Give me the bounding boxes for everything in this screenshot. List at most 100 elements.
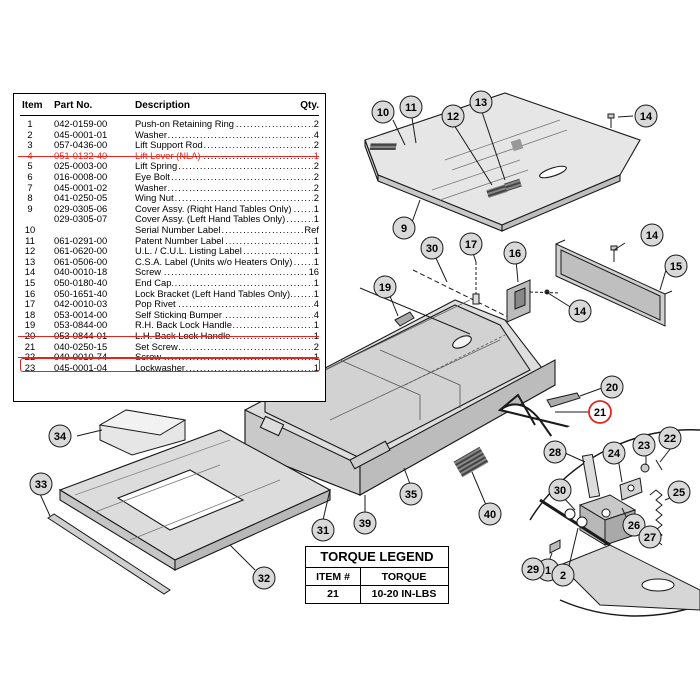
cell-part-no: 057-0436-00 — [54, 139, 108, 151]
cell-description-wrap: Eye Bolt — [135, 171, 315, 182]
cell-item: 7 — [27, 181, 33, 193]
callout-circle — [29, 472, 53, 496]
callout-number: 14 — [574, 306, 587, 318]
cell-description: Set Screw — [135, 340, 179, 352]
leader-dots: ........................................… — [135, 160, 315, 172]
cell-description-wrap: Lift Support Rod — [135, 139, 315, 151]
callout-14: 14 — [568, 299, 592, 323]
table-row: ........................................… — [14, 149, 325, 161]
parts-list-table: Item Part No. Description Qty. .........… — [13, 93, 326, 402]
cell-description: Washer — [135, 181, 168, 193]
table-row: ........................................… — [14, 234, 325, 246]
callout-30: 30 — [548, 478, 572, 502]
cell-description: Eye Bolt — [135, 171, 171, 182]
cell-part-no: 042-0159-00 — [54, 118, 108, 129]
table-row: ........................................… — [14, 118, 325, 129]
callout-16: 16 — [503, 241, 527, 265]
callout-number: 11 — [405, 102, 417, 114]
cell-description: Patent Number Label — [135, 234, 225, 246]
cell-part-no: 061-0291-00 — [54, 234, 108, 246]
callout-19: 19 — [373, 275, 397, 299]
cell-item: 4 — [27, 149, 33, 161]
table-row: ........................................… — [14, 192, 325, 204]
cell-qty: 1 — [312, 255, 319, 267]
cell-item: 17 — [24, 298, 36, 310]
torque-legend-torque-header: TORQUE — [381, 571, 427, 583]
callout-number: 33 — [35, 479, 47, 491]
callout-29: 29 — [521, 557, 545, 581]
header-description: Description — [135, 100, 191, 111]
leader-dots: ........................................… — [135, 340, 315, 352]
cell-part-no: 040-0010-18 — [54, 266, 108, 278]
cell-description: Pop Rivet — [135, 298, 177, 310]
cell-description-wrap: Screw — [135, 351, 315, 363]
cell-part-no: 040-0250-15 — [54, 340, 108, 352]
table-row: ........................................… — [14, 266, 325, 278]
callout-number: 39 — [359, 518, 371, 530]
cell-description-wrap: Set Screw — [135, 340, 315, 352]
callout-21: 21 — [588, 400, 612, 424]
leader-dots: ........................................… — [135, 277, 315, 288]
cell-description: Washer — [135, 128, 168, 140]
cell-description-wrap: U.L. / C.U.L. Listing Label — [135, 245, 315, 257]
cell-description-wrap: Pop Rivet — [135, 298, 315, 310]
callout-number: 13 — [475, 97, 487, 109]
callout-26: 26 — [622, 513, 646, 537]
callout-circle — [252, 566, 276, 590]
cell-description: Lift Spring — [135, 160, 179, 172]
cell-part-no: 016-0008-00 — [54, 171, 108, 182]
callout-number: 12 — [447, 111, 459, 123]
callout-number: 14 — [646, 230, 659, 242]
callout-number: 10 — [377, 107, 389, 119]
cell-description: R.H. Back Lock Handle — [135, 319, 233, 331]
leader-dots: ........................................… — [135, 308, 315, 320]
base-tray — [244, 299, 556, 496]
back-lock-handle-rh — [394, 311, 415, 327]
cell-qty: 2 — [312, 181, 319, 193]
callout-39: 39 — [353, 511, 377, 535]
rivet-post — [472, 262, 480, 305]
torque-legend-row-rule — [306, 585, 448, 586]
cell-qty: 1 — [312, 287, 319, 299]
leader-dots: ........................................… — [135, 192, 315, 204]
cell-description: Lock Bracket (Left Hand Tables Only) — [135, 287, 292, 299]
callout-14: 14 — [634, 104, 658, 128]
cell-description-wrap: C.S.A. Label (Units w/o Heaters Only) — [135, 255, 315, 267]
callout-number: 29 — [527, 564, 539, 576]
cell-item: 10 — [24, 224, 36, 235]
callout-31: 31 — [311, 518, 335, 542]
torque-legend-item-value: 21 — [327, 588, 339, 600]
cell-qty: 2 — [312, 139, 319, 151]
callout-circle — [373, 275, 397, 299]
callout-number: 16 — [509, 248, 521, 260]
cell-part-no: 025-0003-00 — [54, 160, 108, 172]
cell-description-wrap: Lock Bracket (Left Hand Tables Only) — [135, 287, 315, 299]
cell-item: 20 — [24, 330, 36, 341]
cell-description: U.L. / C.U.L. Listing Label — [135, 245, 243, 257]
cell-qty: 4 — [312, 128, 319, 140]
callout-number: 25 — [673, 487, 685, 499]
callout-number: 30 — [554, 485, 566, 497]
table-row: ........................................… — [14, 351, 325, 363]
cell-part-no: 045-0001-04 — [54, 361, 108, 373]
callout-2: 2 — [551, 563, 575, 587]
cell-description-wrap: Self Sticking Bumper — [135, 308, 315, 320]
cell-qty: 4 — [312, 308, 319, 320]
cell-qty: 1 — [312, 149, 319, 161]
cell-item: 3 — [27, 139, 33, 151]
callout-number: 15 — [670, 261, 682, 273]
callout-circle — [551, 563, 575, 587]
cell-item: 12 — [24, 245, 36, 257]
callout-circle — [543, 440, 567, 464]
callout-circle — [640, 223, 664, 247]
cell-qty: 1 — [312, 351, 319, 363]
cell-qty: 1 — [312, 319, 319, 331]
callout-30: 30 — [420, 236, 444, 260]
cell-description-wrap: Lift Spring — [135, 160, 315, 172]
cell-description: Cover Assy. (Left Hand Tables Only) — [135, 213, 287, 225]
callout-32: 32 — [252, 566, 276, 590]
header-rule — [20, 115, 319, 116]
callout-number: 17 — [465, 239, 477, 251]
table-row: ........................................… — [14, 181, 325, 193]
cell-part-no: 029-0305-06 — [54, 202, 108, 214]
